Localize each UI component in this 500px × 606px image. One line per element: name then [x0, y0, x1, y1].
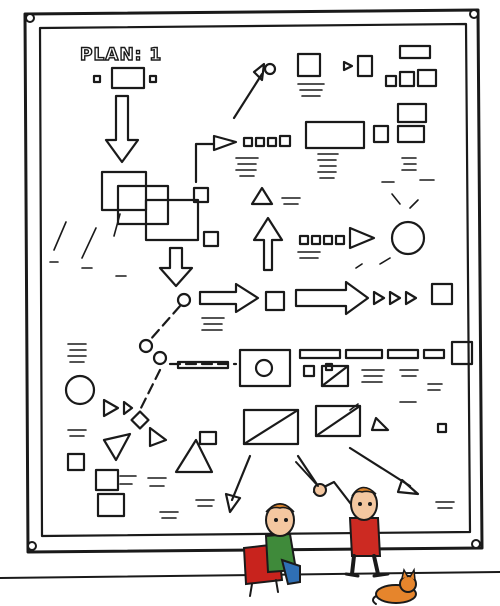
poster-title: PLAN: 1	[80, 45, 162, 65]
cat	[372, 567, 417, 605]
flowchart	[64, 44, 474, 518]
seated-character	[242, 503, 301, 597]
poster-frame	[23, 8, 484, 554]
standing-character	[295, 461, 390, 578]
scribble-notes	[49, 83, 455, 519]
